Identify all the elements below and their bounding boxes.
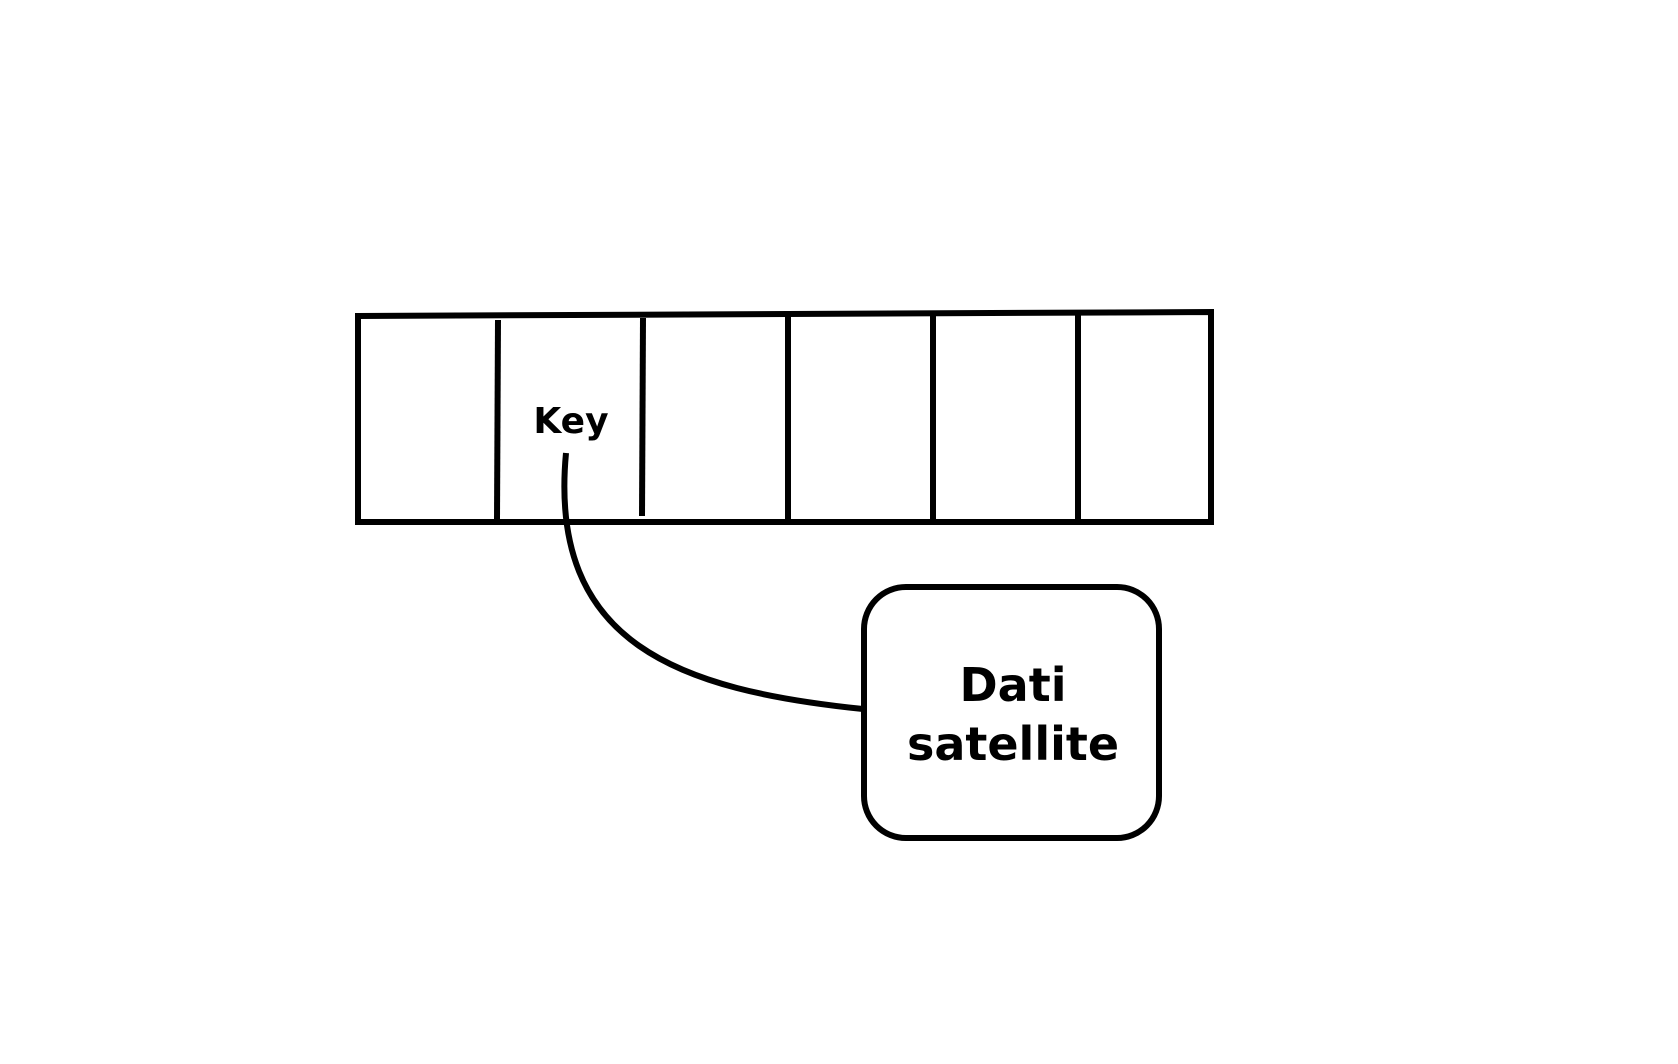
key-to-satellite-connector: [561, 452, 864, 712]
array-cell-3: [642, 319, 788, 519]
array-cell-5: [933, 319, 1078, 519]
array-cell-6: [1078, 319, 1208, 519]
satellite-node-box: [861, 584, 1162, 841]
array-frame: [355, 308, 1214, 525]
cell-divider-2: [639, 317, 646, 517]
key-label: Key: [533, 401, 608, 442]
satellite-data-node: Dati satellite: [861, 584, 1162, 841]
array-structure: [355, 308, 1214, 525]
satellite-node-label-line-2: satellite: [907, 717, 1119, 771]
array-cell-4: [788, 319, 933, 519]
cell-divider-1: [494, 319, 501, 520]
satellite-node-label-line-1: Dati: [960, 658, 1067, 712]
array-cell-1: [361, 319, 497, 519]
